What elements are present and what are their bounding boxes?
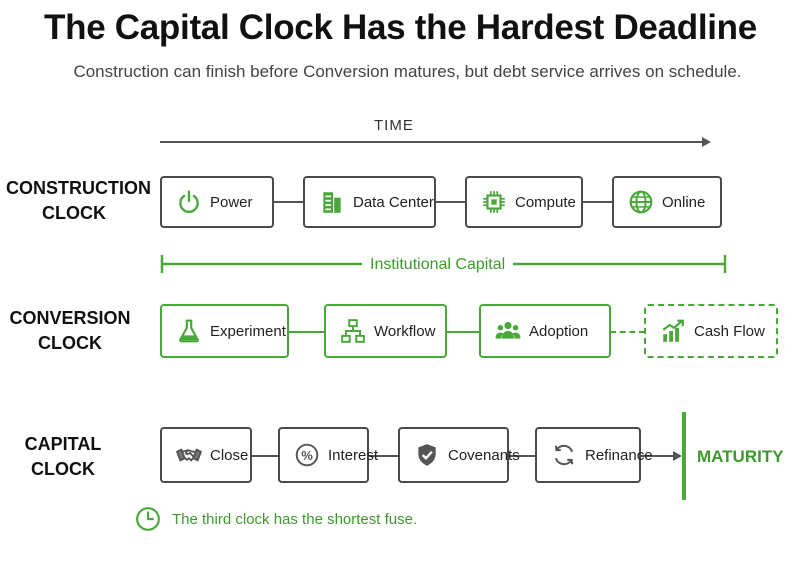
globe-icon (628, 189, 654, 215)
capital-clock-label-line1: CAPITAL (24, 434, 102, 454)
construction-clock-label-line2: CLOCK (42, 203, 106, 223)
page-title: The Capital Clock Has the Hardest Deadli… (44, 8, 757, 47)
step-experiment: Experiment (160, 304, 289, 358)
step-label: Interest (328, 446, 379, 464)
step-data-center: Data Center (303, 176, 436, 228)
step-power: Power (160, 176, 274, 228)
capital-clock-label: CAPITAL CLOCK (4, 432, 122, 482)
step-online: Online (612, 176, 722, 228)
step-interest: % Interest (278, 427, 378, 483)
step-label: Experiment (210, 322, 286, 340)
step-label: Online (662, 193, 706, 211)
maturity-label: MATURITY (697, 447, 784, 466)
chip-icon (481, 189, 507, 215)
step-label: Compute (515, 193, 576, 211)
step-label: Cash Flow (694, 322, 765, 340)
step-label: Adoption (529, 322, 589, 340)
refresh-icon (551, 442, 577, 468)
construction-clock-label: CONSTRUCTION CLOCK (6, 176, 151, 226)
construction-connector-1 (273, 201, 304, 203)
flask-icon (176, 318, 202, 344)
step-compute: Compute (465, 176, 583, 228)
handshake-icon (176, 442, 202, 468)
construction-connector-3 (582, 201, 613, 203)
step-label: Close (210, 446, 249, 464)
step-label: Data Center (353, 193, 434, 211)
step-workflow: Workflow (324, 304, 447, 358)
conversion-clock-label-line2: CLOCK (38, 333, 102, 353)
footnote: The third clock has the shortest fuse. (172, 511, 418, 528)
maturity-deadline-line (682, 412, 686, 500)
percent-icon: % (294, 442, 320, 468)
growth-chart-icon (660, 318, 686, 344)
step-close: Close (160, 427, 252, 483)
capital-arrow-to-maturity (640, 451, 682, 461)
data-center-icon (319, 189, 345, 215)
capital-connector-3 (508, 455, 536, 457)
step-label: Power (210, 193, 253, 211)
step-adoption: Adoption (479, 304, 611, 358)
step-cash-flow: Cash Flow (644, 304, 778, 358)
institutional-capital-label: Institutional Capital (362, 256, 514, 274)
step-label: Refinance (585, 446, 653, 464)
conversion-connector-3 (610, 331, 645, 333)
conversion-clock-label: CONVERSION CLOCK (4, 306, 136, 356)
people-icon (495, 318, 521, 344)
capital-connector-1 (251, 455, 279, 457)
shield-check-icon (414, 442, 440, 468)
workflow-icon (340, 318, 366, 344)
power-icon (176, 189, 202, 215)
conversion-connector-1 (288, 331, 325, 333)
capital-clock-label-line2: CLOCK (31, 459, 95, 479)
step-label: Covenants (448, 446, 520, 464)
page-subtitle: Construction can finish before Conversio… (73, 62, 742, 81)
time-arrow (160, 137, 711, 147)
capital-connector-2 (368, 455, 399, 457)
step-covenants: Covenants (398, 427, 520, 483)
conversion-connector-2 (446, 331, 480, 333)
time-axis-label: TIME (374, 117, 414, 134)
svg-text:%: % (301, 448, 313, 463)
clock-icon (135, 506, 161, 532)
step-label: Workflow (374, 322, 436, 340)
construction-clock-label-line1: CONSTRUCTION (6, 178, 151, 198)
conversion-clock-label-line1: CONVERSION (9, 308, 131, 328)
construction-connector-2 (435, 201, 466, 203)
step-refinance: Refinance (535, 427, 653, 483)
